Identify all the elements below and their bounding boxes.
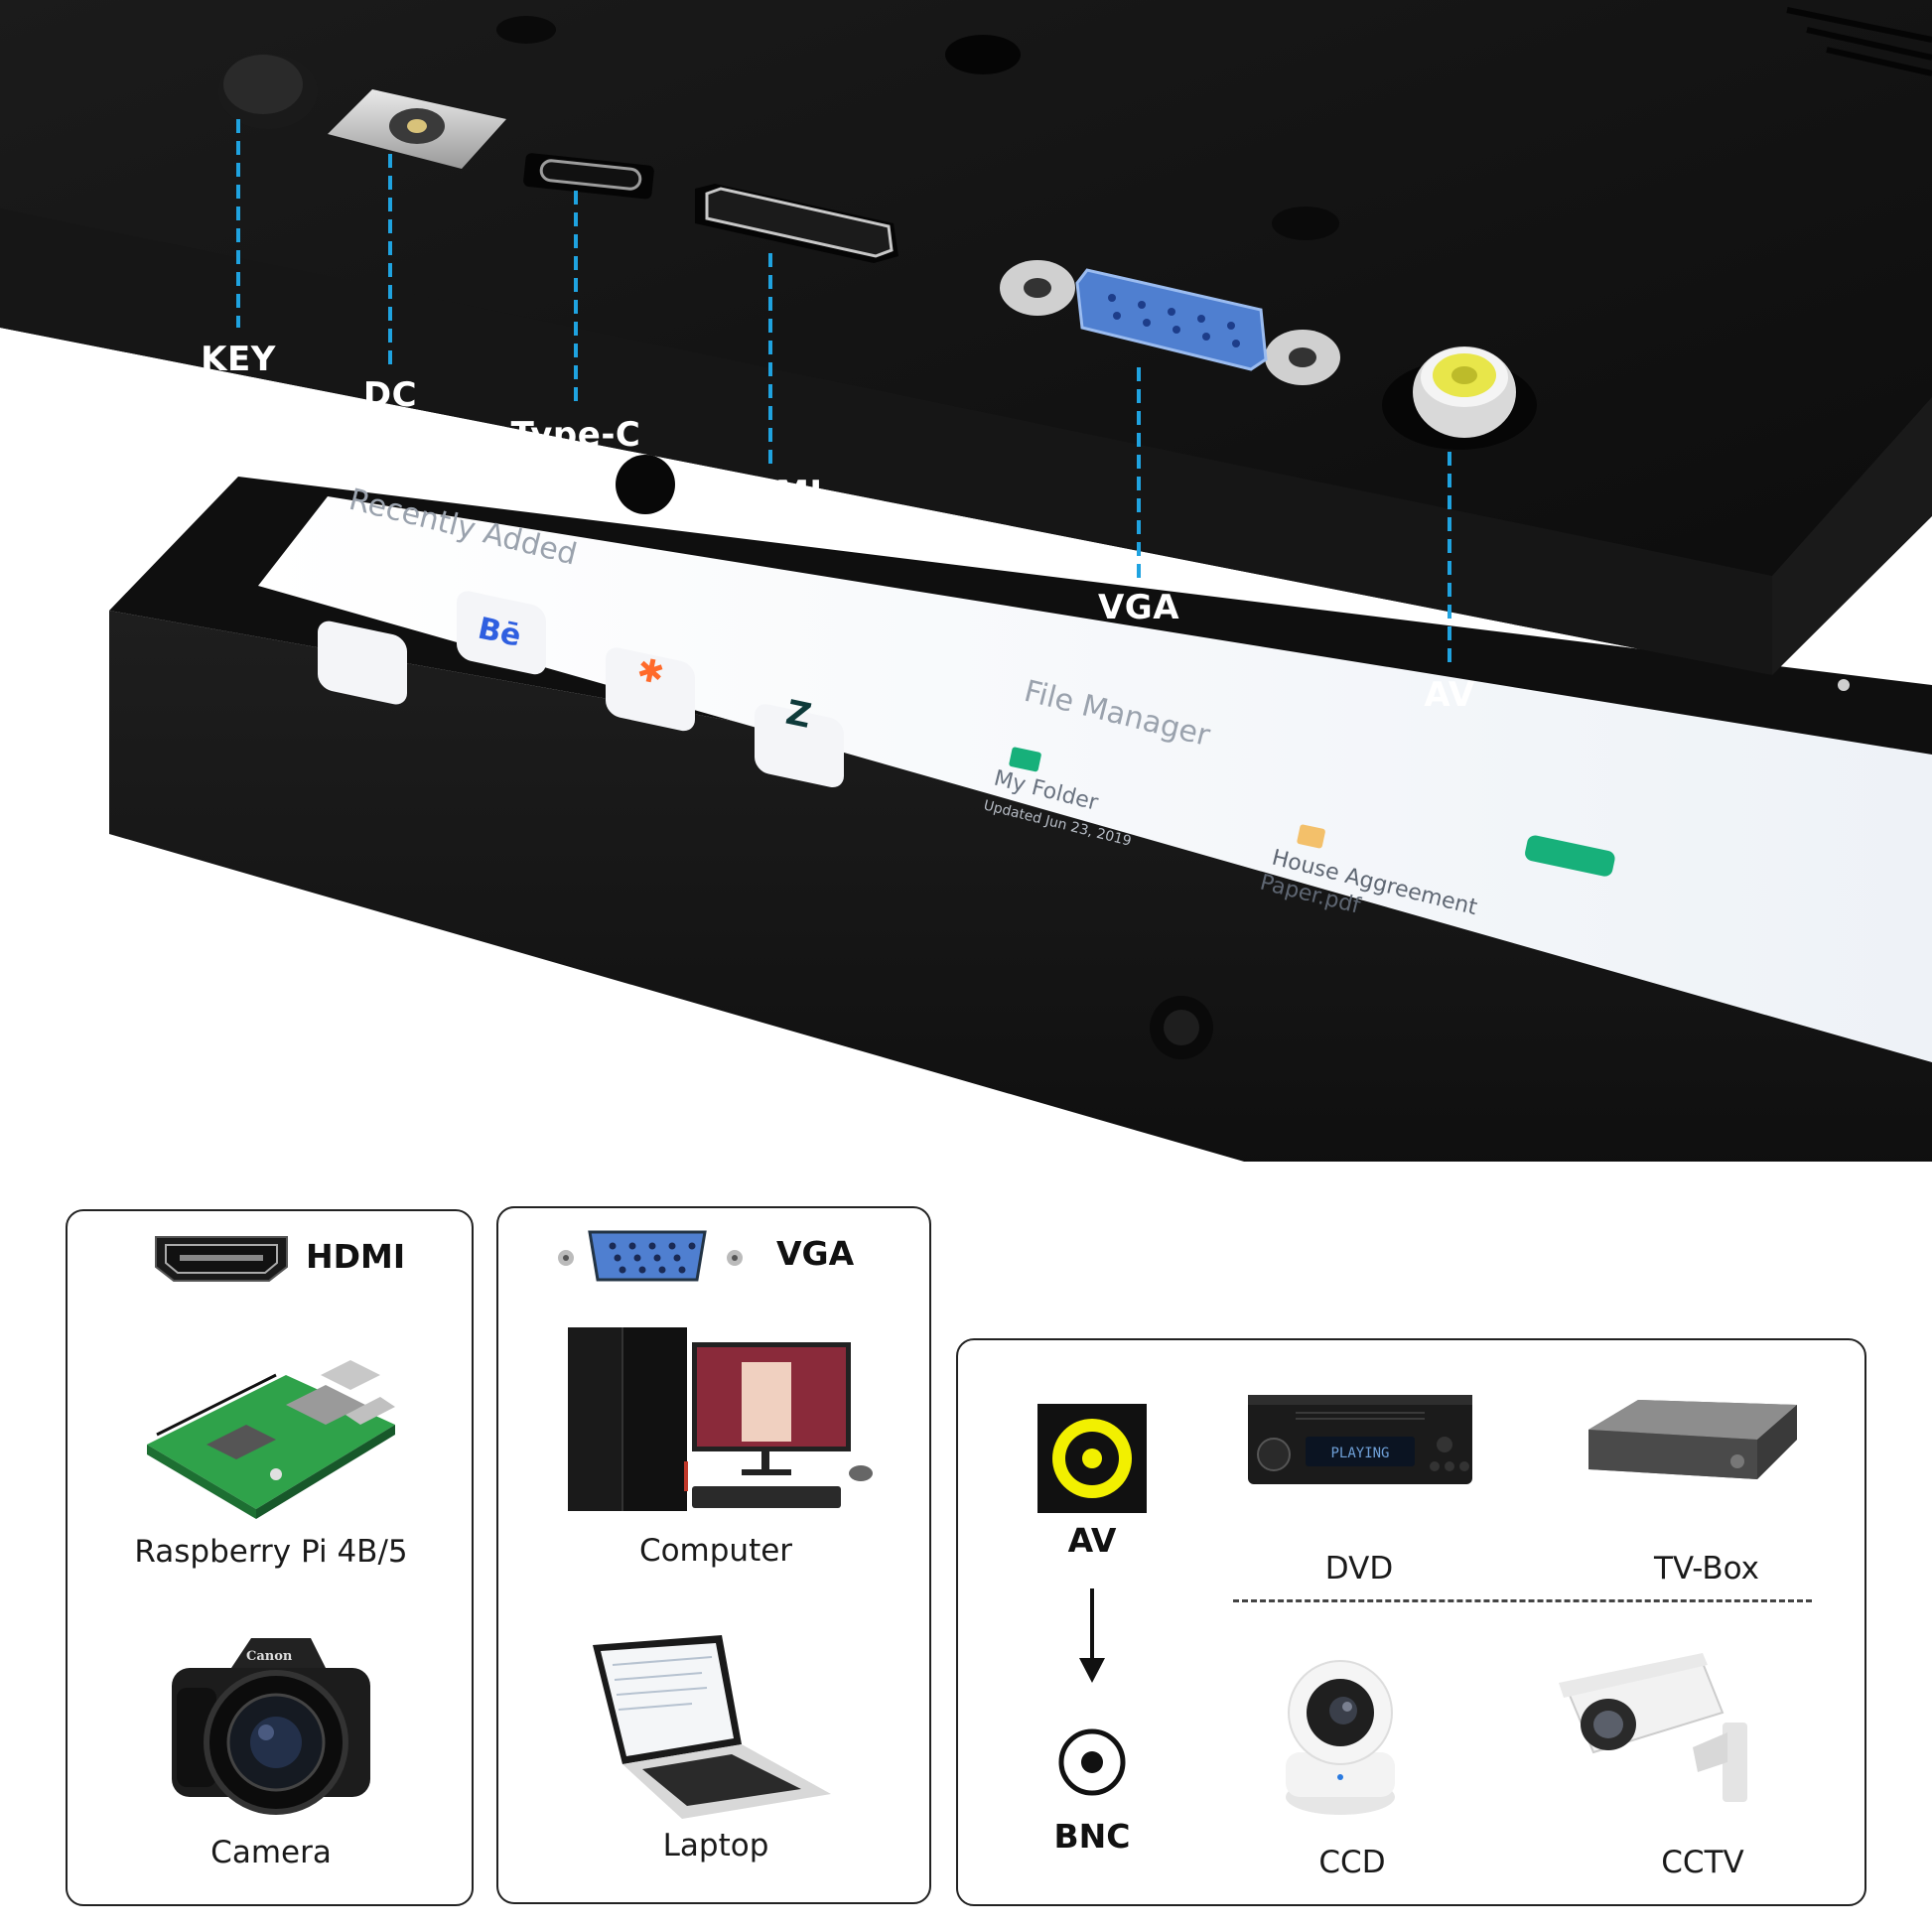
devices-divider [1233, 1599, 1812, 1602]
label-type-c: Type-C [510, 415, 641, 455]
arrow-down-icon [1079, 1588, 1105, 1683]
device-computer: Computer [638, 1533, 793, 1569]
monitor-illustration: Bē ✱ Z My Folder Updated Jun 23, 2019 Fi… [0, 0, 1932, 1360]
app-tile [318, 621, 407, 705]
upper-monitor-edge [0, 208, 1772, 675]
cctv-camera-image [1559, 1653, 1747, 1802]
vga-port-icon [1075, 268, 1268, 371]
device-tv-box: TV-Box [1653, 1551, 1760, 1587]
screw-hole [496, 16, 556, 44]
laptop-image [593, 1635, 831, 1819]
screw-hole [1272, 207, 1339, 240]
vga-panel: VGA Computer Laptop [496, 1206, 931, 1904]
computer-image [568, 1327, 873, 1511]
ccd-camera-image [1286, 1660, 1395, 1815]
add-button [1525, 835, 1615, 877]
screw-hole [945, 35, 1021, 74]
device-laptop: Laptop [662, 1828, 769, 1863]
screw-hole [616, 455, 675, 514]
app-tile [457, 591, 546, 675]
bnc-icon [1058, 1728, 1126, 1796]
leader-lines [236, 119, 1451, 670]
label-key: KEY [201, 340, 276, 379]
monitor-hero: Bē ✱ Z My Folder Updated Jun 23, 2019 Fi… [0, 0, 1932, 1360]
device-cctv: CCTV [1661, 1845, 1744, 1880]
screen [258, 496, 1932, 1062]
file-icon [1297, 824, 1325, 849]
label-av: AV [1424, 675, 1475, 715]
vga-pins [1108, 294, 1240, 347]
camera-image: Canon [172, 1638, 370, 1815]
av-label: AV [1067, 1521, 1117, 1560]
device-raspberry-pi: Raspberry Pi 4B/5 [134, 1534, 408, 1570]
tv-box-image [1588, 1400, 1797, 1479]
hdmi-connector-icon [155, 1236, 288, 1282]
dvd-display-text: PLAYING [1330, 1446, 1389, 1461]
raspberry-pi-image [147, 1360, 395, 1519]
label-hdmi: HDMI [718, 474, 823, 513]
av-panel: AV BNC PLAYING DVD TV-Box [956, 1338, 1866, 1906]
label-dc: DC [362, 375, 418, 415]
app-tile [606, 647, 695, 732]
folder-icon [1009, 747, 1041, 772]
vent-slots [1786, 7, 1932, 76]
bnc-label: BNC [1053, 1817, 1131, 1856]
svg-text:Canon: Canon [246, 1649, 293, 1664]
hdmi-panel: HDMI Raspberry Pi 4B/5 Canon Camera [66, 1209, 474, 1906]
device-camera: Camera [210, 1835, 332, 1870]
hdmi-panel-title: HDMI [306, 1237, 406, 1276]
dvd-player-image: PLAYING [1248, 1395, 1472, 1484]
side-indicator [1838, 679, 1850, 691]
device-dvd: DVD [1324, 1551, 1394, 1587]
device-ccd: CCD [1318, 1845, 1386, 1880]
label-vga: VGA [1097, 588, 1180, 627]
vga-panel-title: VGA [776, 1234, 855, 1273]
av-jack-icon [1037, 1404, 1147, 1513]
vga-connector-icon [558, 1230, 743, 1282]
app-tile [755, 704, 844, 788]
